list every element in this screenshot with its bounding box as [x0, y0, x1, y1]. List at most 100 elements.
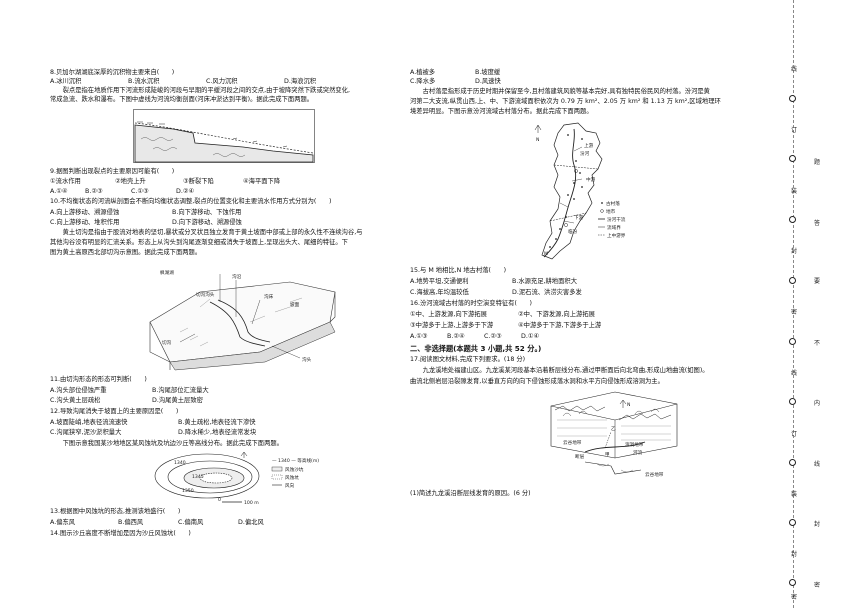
option: B.黄土疏松,地表径流下渗快	[178, 419, 256, 426]
question-16-12: ①中、上游发源,向下游拓展 ②中、下游发源,向上游拓展	[410, 311, 595, 318]
contour-label: 1340	[174, 460, 186, 466]
option: C.向上游移动、堆积作用	[50, 219, 120, 226]
question-9: 9.据图判断出现裂点的主要原因可能有( )	[50, 168, 175, 175]
option: C.降水多	[410, 78, 436, 85]
legend-item: 风向	[285, 482, 295, 489]
karst-label: 云谷地带	[645, 471, 664, 478]
karst-label: 乙	[611, 425, 616, 432]
karst-label: 甲	[605, 452, 610, 458]
option: D.向下游移动、溯源侵蚀	[172, 219, 242, 226]
question-14: 14.图示沙丘高度不断增加是因为沙丘风蚀坑( )	[50, 530, 191, 537]
map-label: 中游	[586, 176, 596, 183]
legend-item: 地市	[606, 208, 616, 215]
option: C.偏南风	[178, 519, 204, 526]
karst-label: 河流	[633, 449, 643, 456]
passage-villages-2: 河第二大支流,纵贯山西,上、中、下游流域面积依次为 0.79 万 km²、2.0…	[410, 98, 721, 105]
map-label: 上游	[584, 142, 594, 149]
question-10-ab: A.向上游移动、溯源侵蚀 B.向下游移动、下蚀作用	[50, 209, 242, 216]
binding-char: 密	[791, 594, 798, 601]
question-10: 10.不均衡状态的河流纵剖面会不断向均衡状态调整,裂点的位置变化和主要流水作用方…	[50, 198, 332, 205]
statement: ②中、下游发源,向上游拓展	[518, 311, 595, 318]
binding-hole-icon	[789, 459, 796, 466]
binding-hole-icon	[789, 216, 796, 223]
option: D.偏北风	[238, 519, 264, 526]
passage-knickpoint-cont: 常成急流、跌水和瀑布。下图中虚线为河流均衡剖面(河床冲淤达到平衡)。据此完成下面…	[50, 96, 314, 103]
gully-label: 沟沿	[232, 273, 242, 280]
gully-label: 枫湖湖	[160, 269, 174, 276]
option: A.偏东风	[50, 519, 76, 526]
statement: ①中、上游发源,向下游拓展	[410, 311, 487, 318]
binding-dashed-line	[793, 0, 794, 608]
binding-hole-icon	[789, 155, 796, 162]
statement: ④中游多于下游,下游多于上游	[518, 322, 602, 329]
binding-char: 封	[791, 248, 798, 255]
option: A.向上游移动、溯源侵蚀	[50, 209, 120, 216]
passage-knickpoint: 裂点是指在地质作用下河流形成陡峻的河段与早期的平缓河段之间的交点,由于坡降突然下…	[50, 87, 350, 94]
question-16-34: ③中游多于上游,上游多于下游 ④中游多于下游,下游多于上游	[410, 322, 602, 329]
option: C.①③	[131, 188, 149, 195]
passage-gully: 黄土切沟是指由于股流对地表的坚切,暴状或分叉状且独立发育于黄土坡面中部或上部的永…	[50, 229, 363, 236]
option: D.海浪沉积	[284, 78, 317, 85]
option: B.流水沉积	[128, 78, 160, 85]
option: A.坡面陡峭,地表径流流速快	[50, 419, 128, 426]
section-2-heading: 二、非选择题(本题共 3 小题,共 52 分。)	[410, 344, 542, 353]
question-17-1: (1)简述九龙溪沿断层线发育的原因。(6 分)	[410, 490, 531, 497]
question-14-options-2: C.降水多 D.风速快	[410, 78, 501, 85]
option: B.水源充足,耕地面积大	[512, 278, 577, 285]
option: B.②③	[85, 188, 103, 195]
statement: ②地壳上升	[115, 178, 146, 185]
gully-label: 沟头	[302, 356, 312, 363]
passage-jiulong: 九龙溪地处福建山区。九龙溪某河段基本沿着断层线分布,通过甲断面后向北弯曲,形成山…	[410, 367, 709, 374]
option: C.沟尾狭窄,泥沙淤积量大	[50, 429, 122, 436]
binding-char: 线	[791, 370, 798, 377]
passage-gully-3: 图为黄土高原西北部切沟示意图。据此完成下面两题。	[50, 249, 202, 256]
question-15: 15.与 M 地相比,N 地古村落( )	[410, 267, 507, 274]
binding-char: 封	[814, 521, 821, 528]
option: D.泥石流、洪涝灾害多发	[512, 289, 582, 296]
option: D.降水稀少,地表径流常发块	[178, 429, 257, 436]
option: A.沟头部位侵蚀严重	[50, 387, 107, 394]
gully-label: 坡面	[290, 301, 300, 308]
contour-label: 1350	[182, 488, 194, 494]
question-10-cd: C.向上游移动、堆积作用 D.向下游移动、溯源侵蚀	[50, 219, 242, 226]
question-8: 8.贝加尔湖湖底深厚的沉积物主要来自( )	[50, 69, 175, 76]
blowout-figure: 1340 1345 1350 — 1340 — 等高线(m) 风蚀沙坑 风蚀坑 …	[152, 450, 352, 506]
gully-figure: 枫湖湖 切沟沟头 沟沿 沟床 坡面 切沟 沟头	[140, 262, 340, 372]
map-legend: 古村落 地市 汾河干流 流域界 上中游界	[598, 200, 626, 239]
binding-hole-icon	[789, 519, 796, 526]
passage-blowout: 下图示意我国某沙地地区某风蚀坑及坑边沙丘等高线分布。据此完成下面两题。	[50, 440, 283, 447]
option: B.偏西风	[118, 519, 144, 526]
legend-item: 上中游界	[607, 232, 626, 239]
binding-char: 密	[791, 309, 798, 316]
gully-label: 切沟	[162, 339, 172, 346]
binding-hole-icon	[789, 95, 796, 102]
river-profile-figure	[133, 109, 315, 163]
binding-char: 不	[814, 340, 821, 347]
legend-item: 流域界	[607, 224, 621, 231]
binding-char: 答	[814, 220, 821, 227]
legend-item: 古村落	[606, 200, 620, 207]
statement: ③中游多于上游,上游多于下游	[410, 322, 494, 329]
option: D.风速快	[475, 78, 501, 85]
binding-char: 密	[814, 582, 821, 589]
option: B.向下游移动、下蚀作用	[172, 209, 242, 216]
binding-hole-icon	[789, 398, 796, 405]
statement: ③断裂下陷	[183, 178, 214, 185]
binding-char: 题	[814, 159, 821, 166]
option: C.②③	[484, 333, 502, 340]
option: A.冰川沉积	[50, 78, 82, 85]
binding-char: 线	[791, 66, 798, 73]
scale-label: 100 m	[244, 500, 259, 506]
north-arrow-label: N	[536, 137, 539, 143]
option: A.①③	[410, 333, 428, 340]
gully-label: 切沟沟头	[196, 291, 215, 298]
option: D.沟尾黄土层致密	[152, 397, 203, 404]
option: D.②④	[176, 188, 195, 195]
